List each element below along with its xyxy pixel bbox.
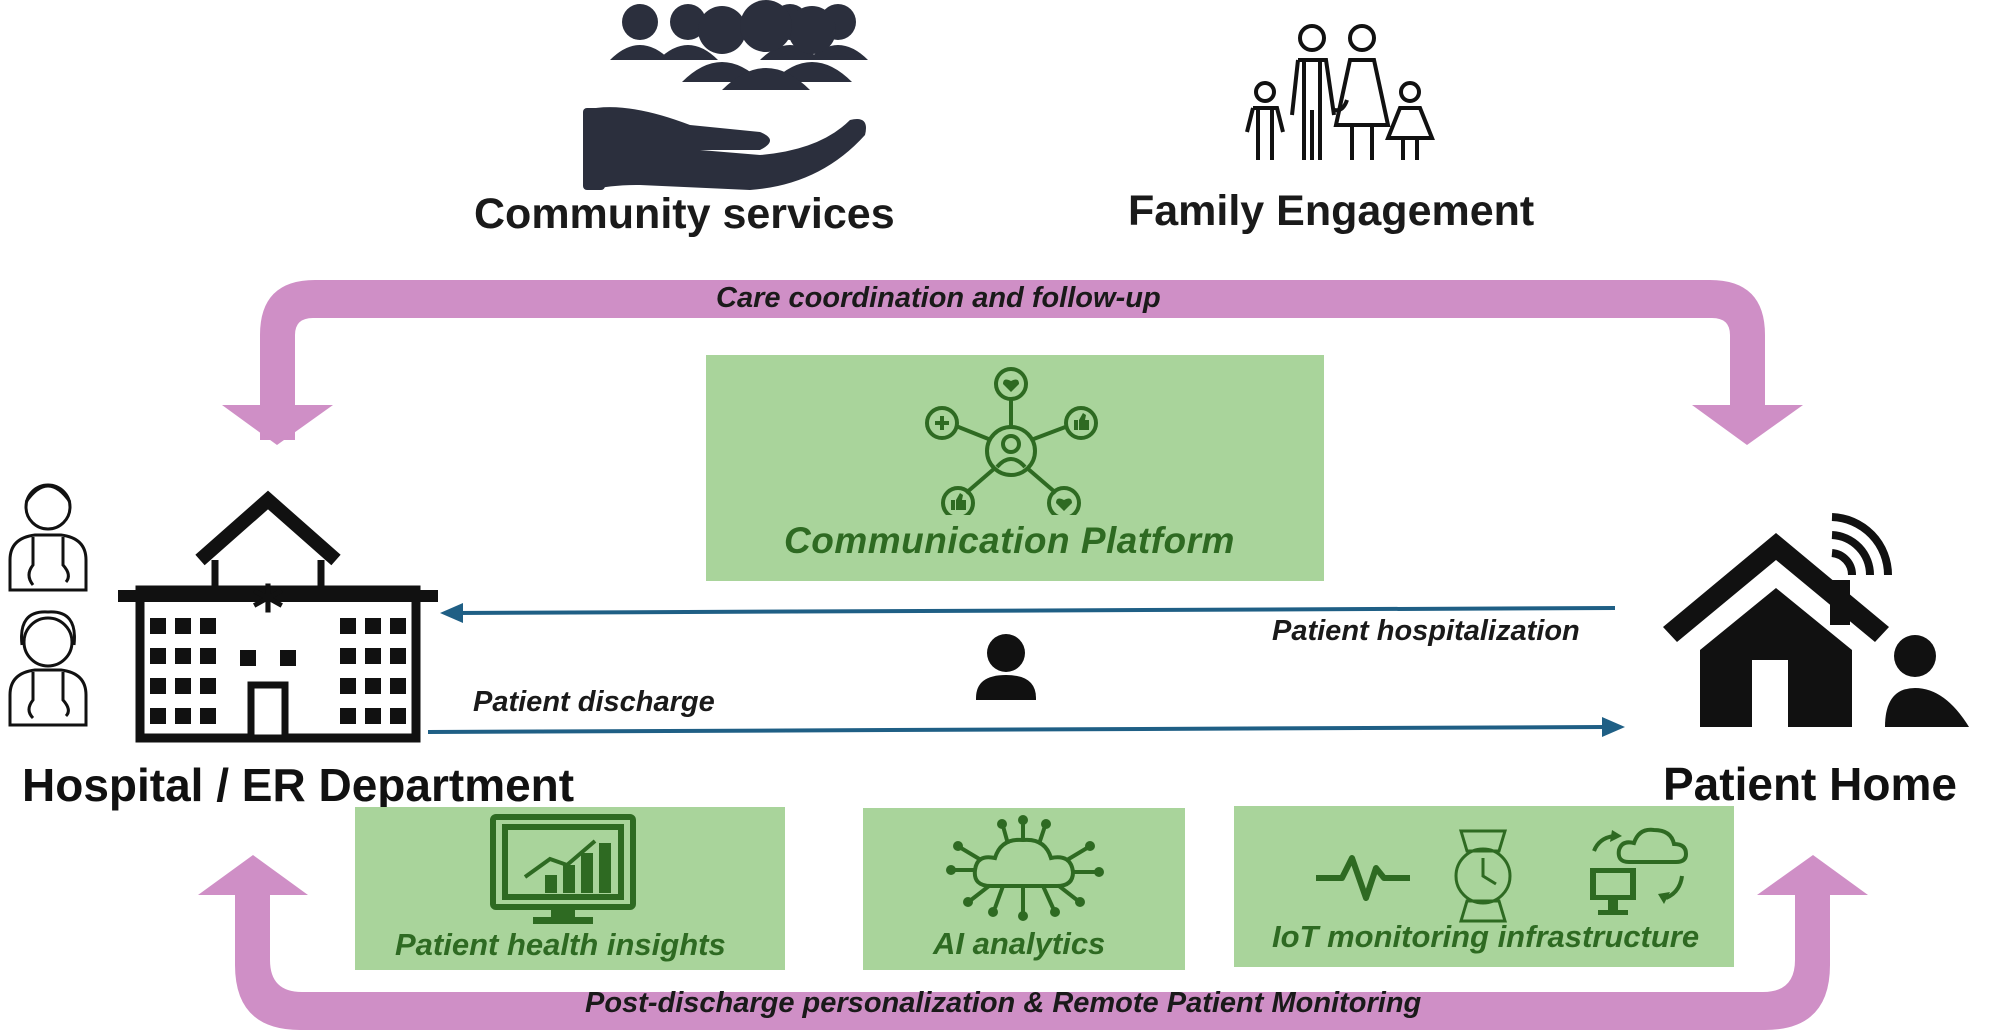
hospitalization-arrow <box>440 603 1616 623</box>
discharge-arrow <box>427 717 1625 737</box>
communication-platform-label: Communication Platform <box>784 520 1235 561</box>
bottom-loop-arrow <box>198 855 1868 1030</box>
patient-health-insights-label: Patient health insights <box>395 927 726 962</box>
monitor-chart-icon <box>490 814 636 924</box>
ai-analytics-label: AI analytics <box>933 926 1106 961</box>
person-icon <box>976 634 1036 700</box>
hospital-er-label: Hospital / ER Department <box>22 759 575 811</box>
patient-home-label: Patient Home <box>1663 758 1957 810</box>
heartbeat-icon <box>1316 855 1410 901</box>
cloud-sync-icon <box>1590 827 1689 915</box>
house-wifi-icon <box>1663 513 1969 727</box>
hospital-icon: * <box>118 490 438 743</box>
cloud-circuit-icon <box>946 815 1104 921</box>
ai-analytics-box: AI analytics <box>863 808 1185 970</box>
top-loop-arrow <box>222 280 1803 445</box>
iot-icons-group <box>1316 827 1689 923</box>
post-discharge-label: Post-discharge personalization & Remote … <box>585 987 1422 1019</box>
patient-discharge-label: Patient discharge <box>473 686 715 718</box>
patient-hospitalization-label: Patient hospitalization <box>1272 615 1580 647</box>
svg-text:*: * <box>252 572 284 645</box>
watch-icon <box>1454 829 1512 923</box>
community-services-label: Community services <box>474 190 895 238</box>
care-coordination-label: Care coordination and follow-up <box>716 282 1161 314</box>
iot-monitoring-label: IoT monitoring infrastructure <box>1272 919 1700 954</box>
doctor-icon <box>8 483 88 727</box>
family-icon <box>1245 24 1435 160</box>
patient-health-insights-box: Patient health insights <box>355 807 785 970</box>
communication-platform-box: Communication Platform <box>706 355 1324 581</box>
family-engagement-label: Family Engagement <box>1128 187 1535 235</box>
network-icon <box>925 367 1098 515</box>
community-hand-icon <box>583 0 868 190</box>
iot-monitoring-box: IoT monitoring infrastructure <box>1234 806 1734 967</box>
